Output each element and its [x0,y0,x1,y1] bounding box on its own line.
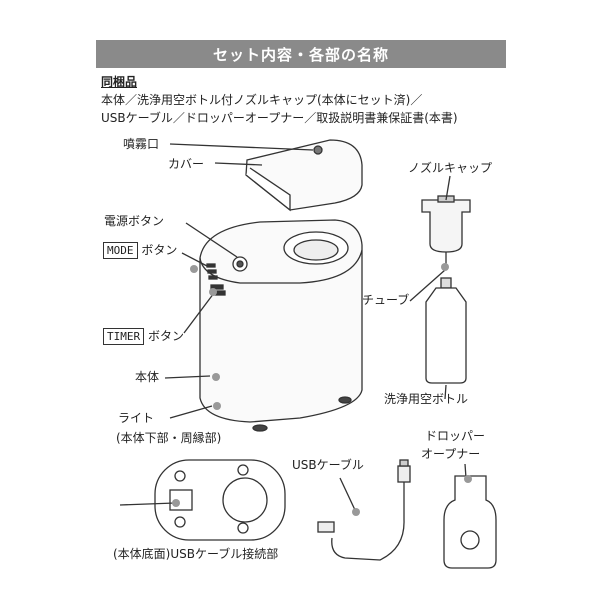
label-mode-button: MODE ボタン [103,242,178,259]
label-tube: チューブ [362,293,410,307]
label-cover: カバー [168,157,205,171]
label-nozzle-cap: ノズルキャップ [408,161,493,175]
label-power-button: 電源ボタン [104,214,165,228]
contents-line-2: USBケーブル／ドロッパーオープナー／取扱説明書兼保証書(本書) [101,111,458,125]
label-body: 本体 [135,370,160,384]
mode-suffix: ボタン [141,243,178,257]
section-title: セット内容・各部の名称 [96,40,506,68]
label-nozzle-outlet: 噴霧口 [123,137,160,151]
contents-line-1: 本体／洗浄用空ボトル付ノズルキャップ(本体にセット済)／ [101,93,423,107]
contents-heading: 同梱品 [101,75,138,89]
mode-box: MODE [103,242,138,259]
label-light-note: (本体下部・周縁部) [116,431,222,445]
timer-suffix: ボタン [147,329,184,343]
label-timer-button: TIMER ボタン [103,328,184,345]
label-usb-cable: USBケーブル [292,458,364,472]
label-dropper-opener-1: ドロッパー [425,429,486,443]
label-cleaning-bottle: 洗浄用空ボトル [384,392,469,406]
label-light: ライト [118,411,155,425]
label-dropper-opener-2: オープナー [421,447,481,461]
timer-box: TIMER [103,328,145,345]
label-usb-port: (本体底面)USBケーブル接続部 [113,547,279,561]
